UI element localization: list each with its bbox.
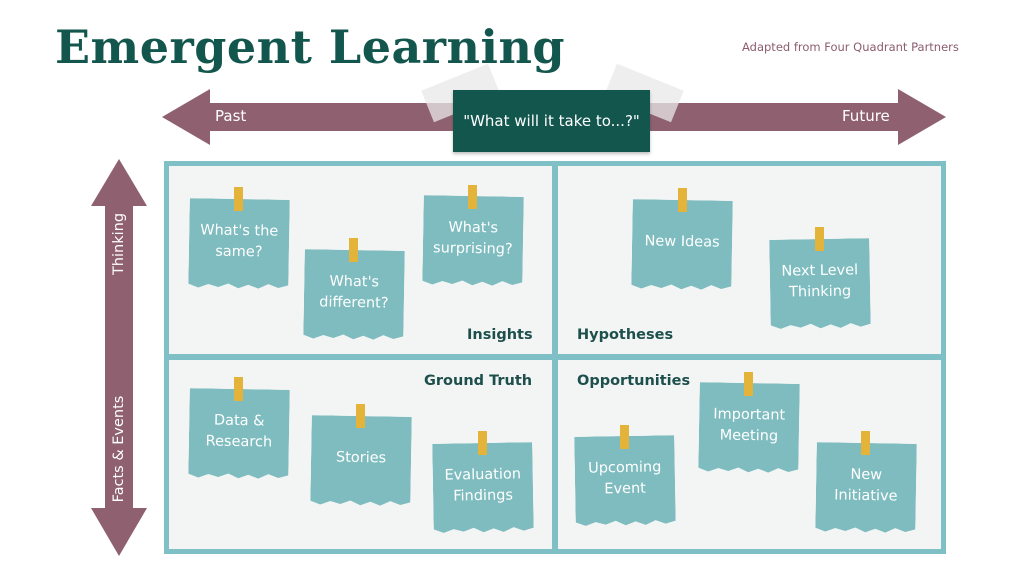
note-text: Data & Research xyxy=(205,412,273,451)
note-evaluation-findings: Evaluation Findings xyxy=(432,442,534,536)
note-text: New Initiative xyxy=(834,466,898,505)
note-whats-different: What's different? xyxy=(303,249,405,343)
tape-icon xyxy=(349,238,358,262)
hypotheses-label: Hypotheses xyxy=(577,327,674,343)
facts-events-label: Facts & Events xyxy=(111,395,127,503)
vertical-arrow xyxy=(91,159,147,556)
note-text: Stories xyxy=(335,450,387,467)
tape-icon xyxy=(815,227,824,251)
note-stories: Stories xyxy=(310,415,412,509)
quadrant-hypotheses xyxy=(558,166,941,354)
tape-icon xyxy=(744,372,753,396)
attribution-text: Adapted from Four Quadrant Partners xyxy=(742,40,959,54)
note-upcoming-event: Upcoming Event xyxy=(574,435,676,529)
insights-label: Insights xyxy=(467,327,533,343)
note-new-initiative: New Initiative xyxy=(815,442,917,536)
thinking-label: Thinking xyxy=(111,212,127,276)
future-label: Future xyxy=(842,107,890,125)
center-question-box: "What will it take to...?" xyxy=(453,90,650,152)
page-title: Emergent Learning xyxy=(55,20,566,74)
note-text: Important Meeting xyxy=(713,406,786,445)
tape-icon xyxy=(468,185,477,209)
tape-icon xyxy=(478,431,487,455)
note-text: What's surprising? xyxy=(432,219,513,258)
note-important-meeting: Important Meeting xyxy=(698,382,800,476)
tape-icon xyxy=(234,187,243,211)
tape-icon xyxy=(356,404,365,428)
ground-truth-label: Ground Truth xyxy=(424,373,533,389)
note-text: Upcoming Event xyxy=(588,459,662,498)
note-text: Evaluation Findings xyxy=(444,466,522,505)
note-whats-the-same: What's the same? xyxy=(188,198,290,292)
center-question-text: "What will it take to...?" xyxy=(463,111,640,130)
past-label: Past xyxy=(215,107,247,125)
tape-icon xyxy=(861,431,870,455)
note-text: What's the same? xyxy=(200,222,279,261)
opportunities-label: Opportunities xyxy=(577,373,691,389)
tape-icon xyxy=(234,377,243,401)
note-text: Next Level Thinking xyxy=(781,262,859,301)
note-data-research: Data & Research xyxy=(188,388,290,482)
note-next-level-thinking: Next Level Thinking xyxy=(769,238,871,332)
note-text: What's different? xyxy=(319,273,389,312)
note-new-ideas: New Ideas xyxy=(631,199,733,293)
tape-icon xyxy=(678,188,687,212)
note-text: New Ideas xyxy=(644,233,720,252)
tape-icon xyxy=(620,425,629,449)
note-whats-surprising: What's surprising? xyxy=(422,195,524,289)
